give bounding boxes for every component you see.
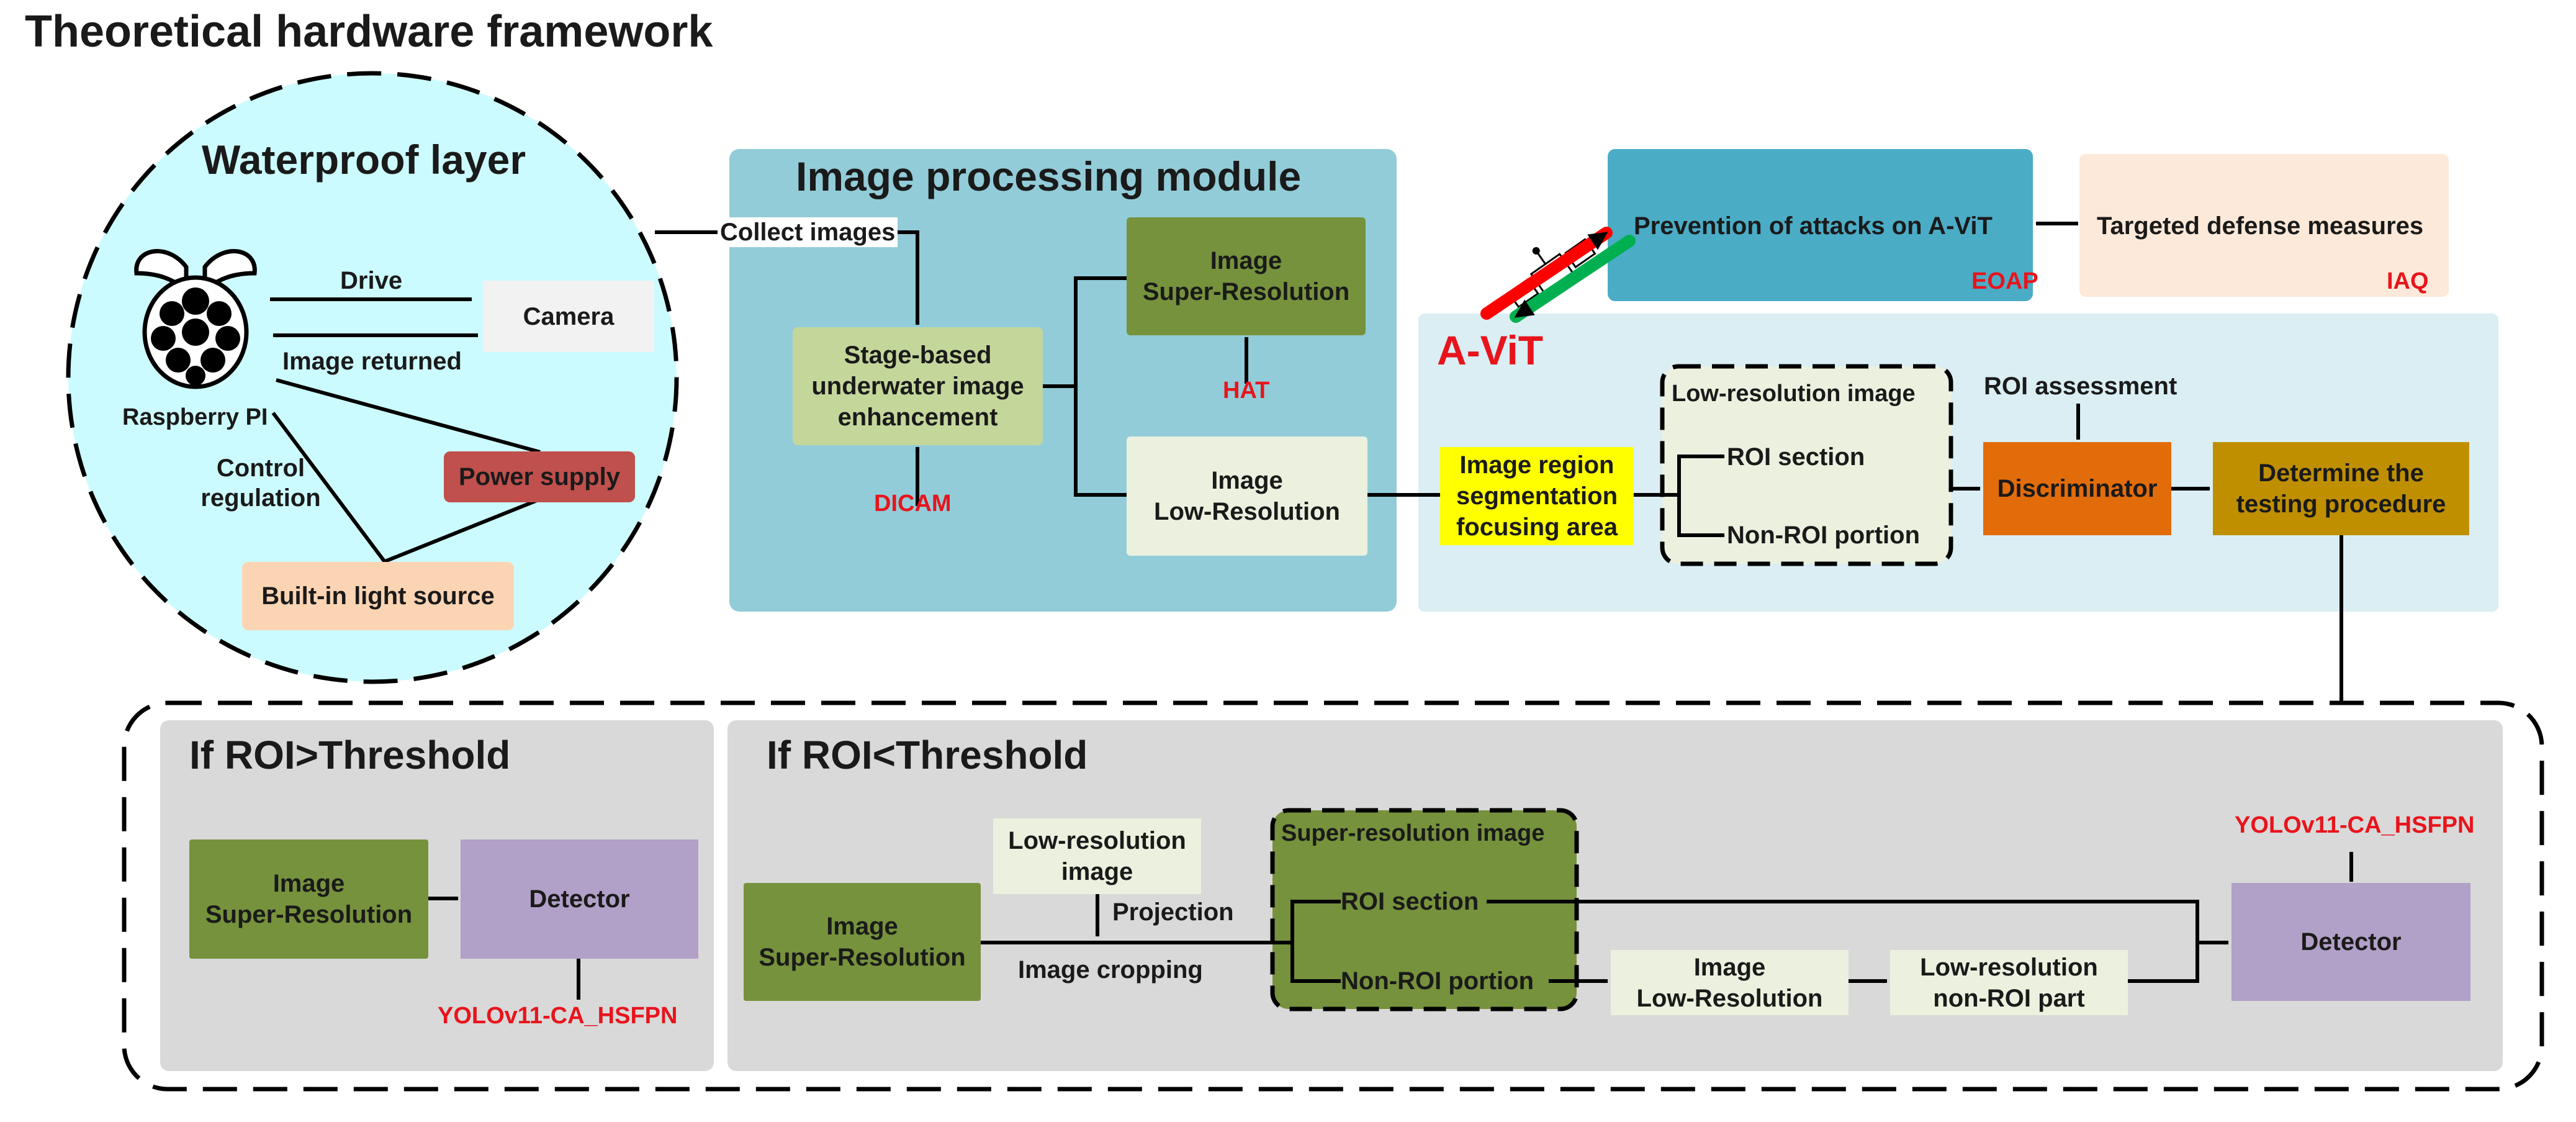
- low-super-resolution-box: Image Super-Resolution: [744, 883, 981, 1001]
- image-returned-label: Image returned: [282, 348, 462, 375]
- segmentation-line-2: segmentation: [1456, 482, 1618, 510]
- super-resolution-line-2: Super-Resolution: [1142, 278, 1350, 305]
- attack-prevention-box: [1608, 149, 2033, 301]
- avit-roi-section-label: ROI section: [1727, 443, 1865, 471]
- segmentation-box: Image region segmentation focusing area: [1440, 447, 1634, 545]
- processing-connectors: [915, 276, 1441, 506]
- bottom-frame: [122, 700, 2544, 1092]
- determine-line-1: Determine the: [2258, 459, 2424, 487]
- avit-connectors: [1634, 404, 2344, 702]
- low-non-roi-label: Non-ROI portion: [1341, 967, 1534, 995]
- enhancement-line-2: underwater image: [811, 373, 1024, 400]
- waterproof-layer-title: Waterproof layer: [202, 137, 526, 183]
- drive-label: Drive: [340, 267, 403, 294]
- attack-arrow-red: [1480, 227, 1613, 320]
- super-resolution-line-1: Image: [1210, 247, 1282, 274]
- lr-image-label: Low-resolution image: [1672, 381, 1916, 407]
- dicam-label: DICAM: [874, 491, 952, 517]
- page-title: Theoretical hardware framework: [25, 7, 713, 57]
- eoap-label: EOAP: [1971, 268, 2038, 294]
- projection-label: Projection: [1112, 898, 1234, 926]
- segmentation-line-3: focusing area: [1456, 513, 1618, 541]
- low-resolution-box: Image Low-Resolution: [1127, 437, 1367, 556]
- lr-image-dashed-box: [1660, 364, 1953, 566]
- lr-part-line-2: non-ROI part: [1933, 984, 2085, 1012]
- defense-measures-box: [2079, 154, 2449, 297]
- roi-assessment-label: ROI assessment: [1984, 373, 2177, 400]
- discriminator-box: Discriminator: [1983, 442, 2171, 535]
- high-sr-line-1: Image: [272, 870, 345, 897]
- prevention-label: Prevention of attacks on A-ViT: [1634, 212, 1993, 240]
- sr-image-label: Super-resolution image: [1281, 820, 1545, 846]
- determine-line-2: testing procedure: [2236, 491, 2446, 518]
- sr-image-dashed-box: [1270, 808, 1579, 1011]
- low-resolution-line-1: Image: [1211, 467, 1283, 494]
- lr-image-line-1: Low-resolution: [1008, 827, 1186, 854]
- low-resolution-image-box: Low-resolution image: [993, 818, 1201, 894]
- hat-label: HAT: [1223, 378, 1270, 404]
- avit-title: A-ViT: [1437, 327, 1544, 373]
- low-lr-line-1: Image: [1693, 953, 1766, 981]
- waterproof-layer-circle: [66, 71, 679, 684]
- collect-images-label: Collect images: [718, 217, 898, 247]
- raspberry-pi-logo-icon: [134, 249, 257, 389]
- iaq-label: IAQ: [2387, 268, 2429, 294]
- low-sr-line-1: Image: [826, 913, 898, 940]
- low-resolution-part-box: Low-resolution non-ROI part: [1890, 950, 2128, 1015]
- lr-image-line-2: image: [1061, 858, 1133, 885]
- light-source-box: Built-in light source: [242, 562, 514, 630]
- enhancement-line-1: Stage-based: [844, 342, 992, 369]
- control-regulation-label: Control regulation: [186, 453, 335, 513]
- high-detector-box: Detector: [461, 839, 698, 959]
- low-resolution-line-2: Low-Resolution: [1154, 498, 1340, 525]
- roi-high-panel: [160, 720, 714, 1071]
- segmentation-line-1: Image region: [1459, 451, 1615, 479]
- control-line-2: regulation: [200, 484, 321, 512]
- enhancement-line-3: enhancement: [837, 404, 998, 431]
- high-yolo-label: YOLOv11-CA_HSFPN: [438, 1003, 678, 1029]
- attack-arrow-green: [1510, 235, 1636, 323]
- determine-procedure-box: Determine the testing procedure: [2213, 442, 2469, 535]
- camera-box: Camera: [483, 281, 654, 352]
- enhancement-box: Stage-based underwater image enhancement: [793, 327, 1043, 445]
- image-cropping-label: Image cropping: [1018, 956, 1203, 984]
- low-sr-line-2: Super-Resolution: [759, 944, 966, 971]
- power-supply-box: Power supply: [444, 451, 635, 502]
- low-roi-section-label: ROI section: [1341, 888, 1479, 915]
- image-processing-title: Image processing module: [796, 153, 1302, 199]
- high-branch-connectors: [428, 896, 581, 1000]
- roi-low-title: If ROI<Threshold: [767, 733, 1088, 777]
- low-detector-box: Detector: [2231, 883, 2470, 1001]
- low-yolo-label: YOLOv11-CA_HSFPN: [2235, 812, 2475, 838]
- low-branch-lr-box: Image Low-Resolution: [1611, 950, 1849, 1015]
- low-lr-line-2: Low-Resolution: [1636, 984, 1823, 1012]
- avit-non-roi-label: Non-ROI portion: [1727, 522, 1921, 549]
- lr-part-line-1: Low-resolution: [1920, 953, 2098, 981]
- raspberry-pi-label: Raspberry PI: [122, 404, 268, 430]
- super-resolution-box: Image Super-Resolution: [1127, 217, 1366, 335]
- high-super-resolution-box: Image Super-Resolution: [189, 839, 428, 959]
- high-sr-line-2: Super-Resolution: [205, 901, 413, 928]
- defense-label: Targeted defense measures: [2097, 212, 2424, 240]
- roi-high-title: If ROI>Threshold: [189, 733, 511, 777]
- control-line-1: Control: [216, 455, 305, 482]
- low-branch-connectors: [981, 852, 2354, 984]
